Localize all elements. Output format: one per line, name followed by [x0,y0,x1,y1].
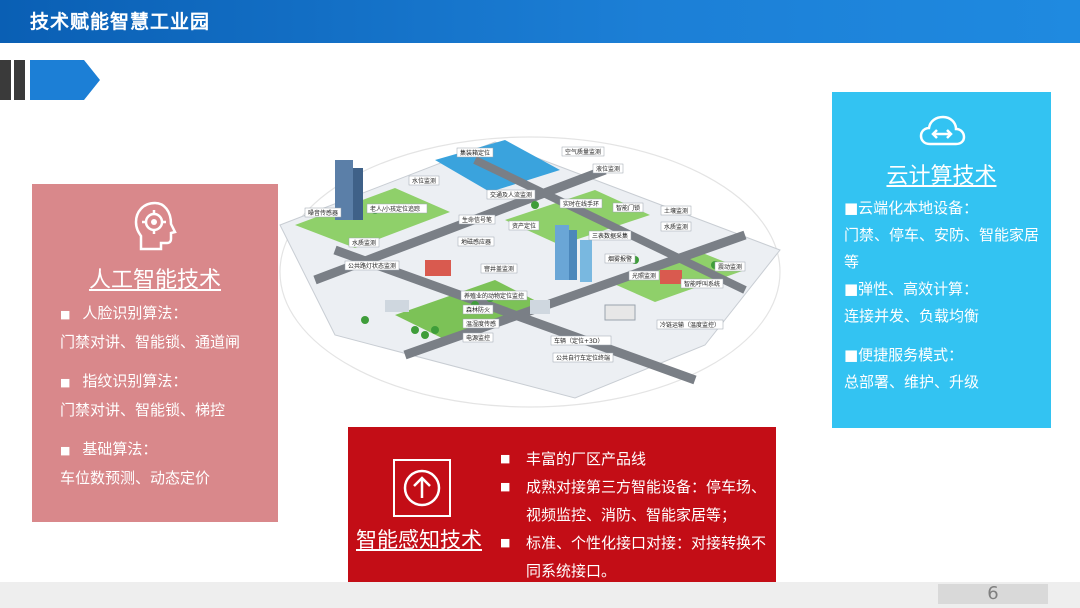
sense-item: ■丰富的厂区产品线 [500,450,647,468]
ai-item-head: 指纹识别算法： [82,372,188,390]
header-bar: 技术赋能智慧工业园 [0,0,1080,43]
map-label-box [462,318,500,329]
map-label: 三表数据采集 [592,232,628,240]
map-label-box [612,202,644,213]
ai-panel-title: 人工智能技术 [88,268,221,293]
map-label: 震动监测 [718,263,742,271]
cloud-item-desc: 连接并发、负载均衡 [844,307,980,325]
sensing-technology-panel: 智能感知技术 ■丰富的厂区产品线 ■成熟对接第三方智能设备：停车场、视频监控、消… [348,427,776,598]
ai-item-head: 人脸识别算法： [82,304,188,322]
map-label: 老人/小孩定位追踪 [370,205,420,213]
map-label: 资产定位 [512,222,536,230]
map-label: 液位监测 [596,165,620,173]
map-label: 水位监测 [412,177,436,185]
map-label-box [366,203,428,214]
map-label-box [714,261,746,272]
map-label: 实时在线手环 [563,200,599,208]
map-label: 冷链运输（温度监控） [660,321,720,329]
ai-item: ■指纹识别算法： 门禁对讲、智能锁、梯控 [60,370,240,420]
ai-item-head: 基础算法： [82,440,158,458]
map-label-box [552,352,614,363]
map-label: 车辆（定位+3D） [554,337,603,345]
cloud-item-desc: 总部署、维护、升级 [844,373,980,391]
map-label: 集装箱定位 [460,149,490,157]
upload-arrow-icon [393,459,451,517]
cloud-icon [919,115,966,146]
map-label-box [561,146,605,157]
map-label-box [480,263,518,274]
cloud-item-desc: 门禁、停车、安防、智能家居等 [844,226,1040,271]
map-label-box [660,205,692,216]
ai-item-desc: 门禁对讲、智能锁、梯控 [60,401,226,419]
page-number: 6 [938,584,1048,604]
map-label-box [462,332,494,343]
section-marker-icon [0,60,100,100]
map-label-box [550,335,612,346]
map-label: 温湿度传感 [466,320,496,328]
cloud-technology-panel: 云计算技术 ■云端化本地设备： 门禁、停车、安防、智能家居等 ■弹性、高效计算：… [832,92,1051,428]
map-label-box [344,260,400,271]
map-label-box [456,147,494,158]
map-label: 窨井盖监测 [484,265,514,273]
footer-bar [0,582,1080,608]
map-label-box [457,236,495,247]
map-label: 空气质量监测 [565,148,601,156]
map-label: 光照监测 [632,272,656,280]
map-label: 电源监控 [466,334,490,342]
cloud-item-head: ■云端化本地设备： [844,199,979,217]
map-label-box [462,304,494,315]
map-label: 噪音传感器 [308,209,338,217]
ai-item: ■人脸识别算法： 门禁对讲、智能锁、通道闸 [60,304,241,351]
map-label-box [592,163,624,174]
map-label: 水质监测 [352,239,376,247]
sense-item: ■标准、个性化接口对接：对接转换不同系统接口。 [500,534,767,580]
map-label: 水质监测 [664,223,688,231]
map-label: 生命信号笔 [462,216,492,224]
ai-item-desc: 门禁对讲、智能锁、通道闸 [60,333,241,351]
ai-technology-panel: 人工智能技术 ■人脸识别算法： 门禁对讲、智能锁、通道闸 ■指纹识别算法： 门禁… [32,184,278,522]
map-label-box [628,270,660,281]
map-label-box [458,214,496,225]
sense-panel-title: 智能感知技术 [356,528,482,552]
map-label: 智能门锁 [616,204,640,212]
map-label: 交通及人流监测 [490,191,532,199]
map-label-box [660,221,692,232]
brain-gear-icon [134,201,177,251]
map-label: 土壤监测 [664,207,688,215]
map-label-box [460,290,528,301]
cloud-panel-title: 云计算技术 [886,164,997,189]
map-label: 智能呼叫系统 [684,280,720,288]
map-label-box [508,220,540,231]
map-label-box [656,319,724,330]
ai-item-desc: 车位数预测、动态定价 [60,469,211,487]
map-label-box [588,230,632,241]
map-label-box [348,237,380,248]
map-label: 地磁感应器 [461,238,491,246]
map-label-box [604,253,636,264]
cloud-item-head: ■便捷服务模式： [844,346,964,364]
cloud-item-head: ■弹性、高效计算： [844,280,979,298]
ai-item: ■基础算法： 车位数预测、动态定价 [60,438,240,488]
map-label: 烟雾报警 [608,255,632,263]
map-label-box [680,278,724,289]
map-label: 公共自行车定位终端 [556,354,610,362]
sense-item: ■成熟对接第三方智能设备：停车场、视频监控、消防、智能家居等； [500,478,767,524]
map-label: 森林防火 [466,306,490,314]
map-label-box [486,189,536,200]
map-label: 公共路灯状态监测 [348,262,396,270]
map-label-box [408,175,440,186]
page-title: 技术赋能智慧工业园 [30,11,211,33]
map-label-box [559,198,603,209]
map-label-box [304,207,342,218]
map-label: 养殖业的动物定位监控 [464,292,524,300]
